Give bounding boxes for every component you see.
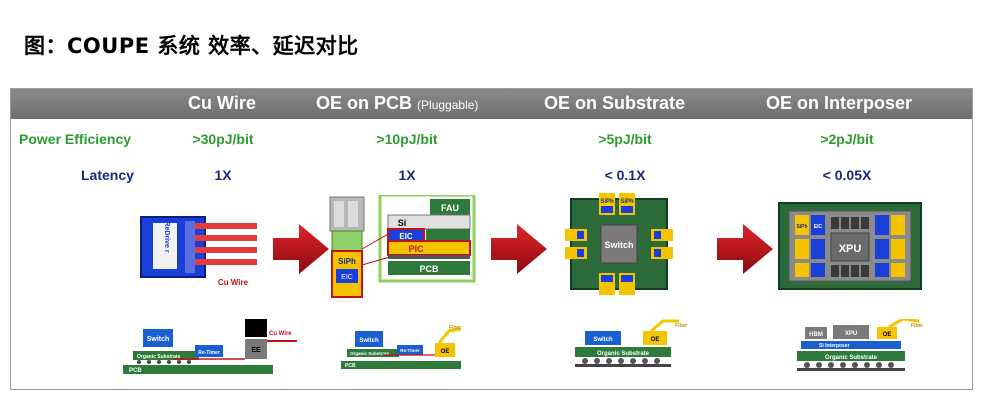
column-header-oe-on-interposer: OE on Interposer xyxy=(766,93,913,113)
power-efficiency-oe-substrate: >5pJ/bit xyxy=(598,131,652,147)
siph-label: SiPh xyxy=(620,199,634,205)
oe-label: OE xyxy=(441,349,450,355)
row-label-power-efficiency: Power Efficiency xyxy=(19,131,132,147)
arrow-icon xyxy=(273,224,329,274)
eic-small-label: EIC xyxy=(341,274,353,281)
re-timer-label: Re-Timer xyxy=(400,348,420,353)
pcb-label: PCB xyxy=(419,264,439,274)
siph-label: SiPh xyxy=(600,199,614,205)
figure-title: 图：COUPE 系统 效率、延迟对比 xyxy=(24,34,359,58)
power-efficiency-oe-interposer: >2pJ/bit xyxy=(820,131,874,147)
fiber-label: Fiber xyxy=(675,323,687,329)
pcb-label: PCB xyxy=(129,368,142,374)
latency-cu-wire: 1X xyxy=(214,167,232,183)
oe-interposer-package-diagram: XPU SiPh EIC xyxy=(778,202,922,290)
arrow-icon xyxy=(491,224,547,274)
organic-substrate-label: Organic Substrate xyxy=(597,351,650,357)
pic-label: PIC xyxy=(408,244,424,254)
cu-wire-label: Cu Wire xyxy=(218,278,249,287)
eic-label: EIC xyxy=(814,224,823,230)
oe-interposer-cross-section: Organic Substrate Si Interposer HBM XPU … xyxy=(797,319,923,371)
header-bar: Cu Wire OE on PCB (Pluggable) OE on Subs… xyxy=(11,89,972,119)
oe-pcb-cross-section: PCB Organic Substrate Switch Re-Timer OE… xyxy=(341,325,461,369)
hbm-label: HBM xyxy=(809,332,823,338)
eic-label: EIC xyxy=(399,232,413,241)
switch-label: Switch xyxy=(593,337,613,343)
pcb-label: PCB xyxy=(345,363,356,369)
oe-label: OE xyxy=(883,332,892,338)
latency-oe-interposer: < 0.05X xyxy=(822,167,872,183)
siph-label: SiPh xyxy=(338,257,356,266)
fau-label: FAU xyxy=(441,203,459,213)
latency-oe-substrate: < 0.1X xyxy=(604,167,646,183)
siph-label: SiPh xyxy=(796,224,807,230)
column-header-cu-wire: Cu Wire xyxy=(188,93,256,113)
cu-wire-connector-diagram: ReDrive r Cu Wire xyxy=(140,216,257,287)
fiber-label: Fiber xyxy=(449,325,461,331)
power-efficiency-cu-wire: >30pJ/bit xyxy=(192,131,254,147)
comparison-panel: Cu Wire OE on PCB (Pluggable) OE on Subs… xyxy=(10,88,973,390)
ee-label: EE xyxy=(251,347,261,354)
re-timer-label: Re-Timer xyxy=(198,350,220,356)
row-label-latency: Latency xyxy=(81,167,134,183)
oe-label: OE xyxy=(651,337,660,343)
oe-substrate-cross-section: Organic Substrate Switch OE Fiber xyxy=(575,319,687,367)
redriver-label: ReDrive r xyxy=(163,221,170,252)
column-header-oe-on-pcb: OE on PCB (Pluggable) xyxy=(316,93,479,113)
switch-label: Switch xyxy=(147,336,170,343)
xpu-chip-label: XPU xyxy=(839,243,862,255)
switch-chip-label: Switch xyxy=(604,240,633,250)
organic-substrate-label: Organic Substrate xyxy=(137,354,181,360)
cu-wire-label: Cu Wire xyxy=(269,331,292,337)
si-interposer-label: Si Interposer xyxy=(819,343,850,349)
xpu-label: XPU xyxy=(845,331,857,337)
oe-pcb-pluggable-diagram: SiPh EIC FAU Si EIC PIC PCB xyxy=(329,195,476,298)
oe-substrate-package-diagram: Switch SiPh SiPh xyxy=(565,193,673,295)
fiber-label: Fiber xyxy=(911,323,923,329)
cu-wire-cross-section: PCB Organic Substrate Switch Re-Timer EE… xyxy=(123,319,297,374)
organic-substrate-label: Organic Substrate xyxy=(350,351,390,356)
latency-oe-pcb: 1X xyxy=(398,167,416,183)
arrow-icon xyxy=(717,224,773,274)
switch-label: Switch xyxy=(359,338,379,344)
si-label: Si xyxy=(398,218,407,228)
power-efficiency-oe-pcb: >10pJ/bit xyxy=(376,131,438,147)
organic-substrate-label: Organic Substrate xyxy=(825,355,878,361)
column-header-oe-on-substrate: OE on Substrate xyxy=(544,93,686,113)
